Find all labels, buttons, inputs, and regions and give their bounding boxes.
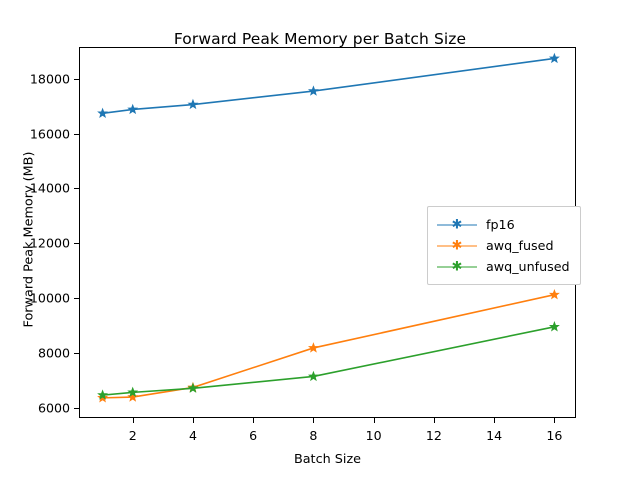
plot-inner: 6000 8000 10000 12000 14000 16000 18000 2 4 6 8 10… <box>30 48 575 443</box>
legend-swatch-awq-unfused: ✱ <box>437 259 477 274</box>
x-tick <box>554 417 556 423</box>
y-tick-label: 18000 <box>29 71 70 87</box>
y-tick <box>74 78 80 80</box>
data-point-marker <box>127 391 139 402</box>
data-point-marker <box>548 288 560 300</box>
series-line-awq_unfused <box>102 326 555 396</box>
x-tick-label: 2 <box>128 428 137 443</box>
legend-label-fp16: fp16 <box>486 217 515 232</box>
y-tick-label: 10000 <box>29 290 70 306</box>
y-tick-label: 14000 <box>29 180 70 196</box>
series-lines <box>97 52 560 403</box>
legend-item-awq-fused[interactable]: ✱ awq_fused <box>437 235 570 256</box>
data-point-marker <box>187 98 199 110</box>
data-point-marker <box>307 342 319 353</box>
data-point-marker <box>127 386 139 398</box>
y-tick <box>74 408 80 410</box>
data-point-marker <box>97 389 109 400</box>
legend-item-fp16[interactable]: ✱ fp16 <box>437 214 570 235</box>
data-point-marker <box>548 321 560 332</box>
star-marker-icon: ✱ <box>451 238 463 253</box>
x-tick-label: 12 <box>425 428 442 443</box>
star-marker-icon: ✱ <box>451 217 463 232</box>
y-tick <box>74 188 80 190</box>
legend-item-awq-unfused[interactable]: ✱ awq_unfused <box>437 256 570 277</box>
x-tick-label: 10 <box>365 428 382 443</box>
chart-title: Forward Peak Memory per Batch Size <box>173 30 467 48</box>
x-tick-label: 16 <box>546 428 563 443</box>
x-tick-label: 14 <box>486 428 503 443</box>
data-point-marker <box>97 107 109 118</box>
data-point-marker <box>187 382 199 393</box>
x-tick <box>253 417 255 423</box>
x-axis-label: Batch Size <box>293 452 362 467</box>
x-tick <box>192 417 194 423</box>
y-tick-label: 12000 <box>29 235 70 251</box>
x-tick <box>433 417 435 423</box>
x-tick <box>132 417 134 423</box>
x-tick-label: 4 <box>188 428 197 443</box>
y-tick-label: 6000 <box>37 400 70 416</box>
y-tick <box>74 243 80 245</box>
plot-area: 6000 8000 10000 12000 14000 16000 18000 2 4 6 8 10… <box>30 47 576 443</box>
star-marker-icon: ✱ <box>451 259 463 274</box>
legend[interactable]: ✱ fp16 ✱ awq_fused ✱ awq_unfused <box>427 206 581 285</box>
series-line-awq_fused <box>102 293 555 399</box>
data-point-marker <box>307 85 319 96</box>
y-tick <box>74 298 80 300</box>
legend-swatch-awq-fused: ✱ <box>437 238 477 253</box>
y-tick-label: 16000 <box>29 126 70 142</box>
data-point-marker <box>307 370 319 382</box>
x-tick-label: 8 <box>309 428 318 443</box>
x-tick-label: 6 <box>249 428 258 443</box>
x-tick <box>494 417 496 423</box>
data-point-marker <box>127 103 139 115</box>
y-tick <box>74 133 80 135</box>
x-tick <box>373 417 375 423</box>
x-tick <box>313 417 315 423</box>
y-tick-label: 8000 <box>37 345 70 361</box>
data-point-marker <box>548 52 560 64</box>
series-line-fp16 <box>102 57 555 115</box>
y-tick <box>74 353 80 355</box>
legend-label-awq-fused: awq_fused <box>486 238 554 253</box>
legend-label-awq-unfused: awq_unfused <box>486 259 570 274</box>
legend-swatch-fp16: ✱ <box>437 217 477 232</box>
